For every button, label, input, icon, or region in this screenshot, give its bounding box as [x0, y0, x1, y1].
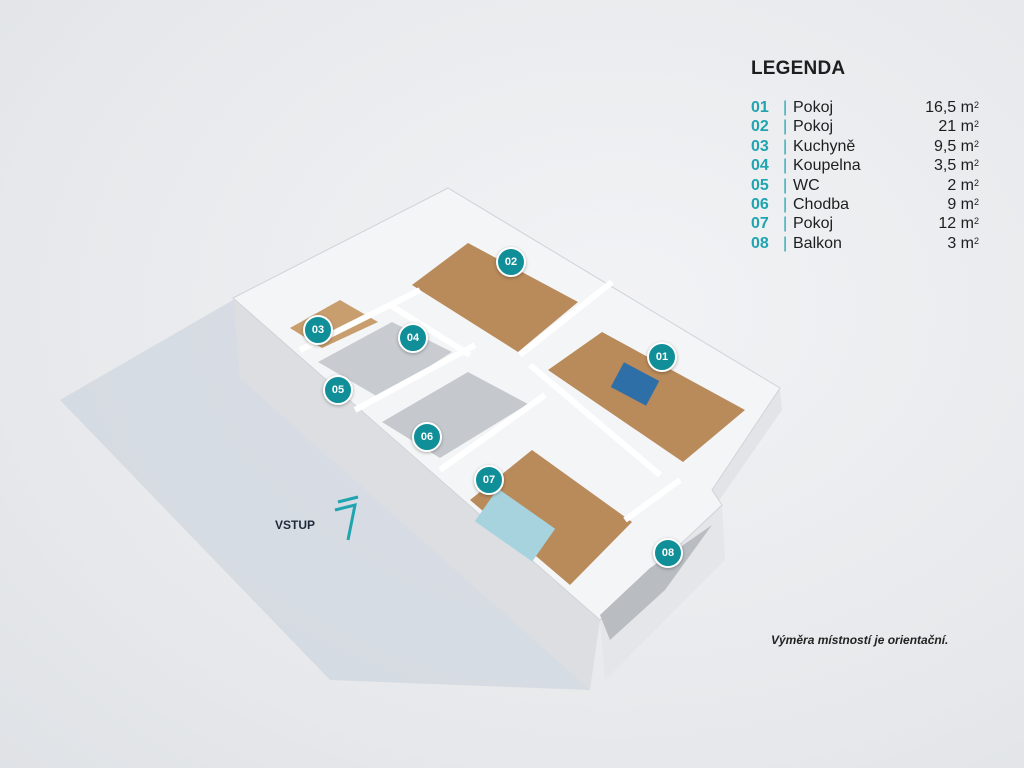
area-disclaimer: Výměra místností je orientační.	[771, 633, 949, 647]
legend-item-area: 9,5 m2	[903, 137, 987, 156]
room-02-floor	[412, 243, 578, 352]
legend-item: 08 | Balkon 3 m2	[751, 234, 987, 253]
legend-item-name: Balkon	[793, 234, 842, 252]
area-value: 9 m	[947, 195, 974, 213]
legend-item-number: 06	[751, 195, 769, 213]
area-value: 2 m	[947, 176, 974, 194]
legend-item-area: 9 m2	[903, 195, 987, 214]
area-unit-exponent: 2	[973, 100, 979, 110]
legend-item-area: 3,5 m2	[903, 156, 987, 175]
bed	[474, 488, 556, 562]
area-unit-exponent: 2	[973, 119, 979, 130]
room-marker-07: 07	[474, 465, 504, 495]
area-unit-exponent: 2	[973, 177, 979, 188]
legend-item-number: 02	[751, 118, 769, 136]
room-08-floor	[600, 525, 712, 640]
legend-separator: |	[783, 118, 788, 136]
legend-separator: |	[783, 137, 788, 155]
area-value: 12 m	[938, 215, 974, 233]
area-value: 3 m	[947, 234, 974, 252]
legend-item-area: 12 m2	[903, 214, 987, 233]
legend-item-name: Chodba	[793, 195, 850, 213]
legend-item-number: 08	[751, 234, 769, 252]
legend-item: 07 | Pokoj 12 m2	[751, 214, 987, 233]
legend-item-number: 05	[751, 176, 769, 194]
legend-item-area: 16,5 m2	[903, 98, 987, 117]
area-value: 21 m	[938, 118, 974, 136]
area-value: 9,5 m	[933, 137, 974, 155]
area-unit-exponent: 2	[973, 196, 979, 207]
legend-item: 02 | Pokoj 21 m2	[751, 117, 987, 136]
legend-item: 04 | Koupelna 3,5 m2	[751, 156, 987, 175]
room-marker-06: 06	[412, 422, 442, 452]
legend-item-name: Koupelna	[793, 157, 861, 175]
sofa	[610, 362, 660, 406]
legend-separator: |	[783, 157, 788, 175]
entrance-arrow-icon	[334, 495, 359, 541]
room-marker-02: 02	[496, 247, 526, 277]
area-unit-exponent: 2	[973, 235, 979, 246]
area-unit-exponent: 2	[973, 158, 979, 169]
legend-item-area: 21 m2	[903, 117, 987, 136]
legend-item: 05 | WC 2 m2	[751, 176, 987, 195]
area-unit-exponent: 2	[973, 216, 979, 227]
room-marker-08: 08	[653, 538, 683, 568]
legend-item: 03 | Kuchyně 9,5 m2	[751, 137, 987, 156]
legend-separator: |	[783, 215, 788, 233]
legend-item: 01 | Pokoj 16,5 m2	[751, 98, 987, 117]
legend-item-area: 3 m2	[903, 234, 987, 253]
room-07-floor	[470, 450, 632, 585]
area-value: 16,5 m	[925, 99, 974, 116]
legend-item-area: 2 m2	[903, 176, 987, 195]
room-marker-01: 01	[647, 342, 677, 372]
legend-separator: |	[783, 195, 788, 213]
entrance-label: VSTUP	[275, 518, 316, 532]
legend-item-name: WC	[793, 176, 820, 194]
legend-separator: |	[783, 176, 788, 194]
legend-item-name: Pokoj	[793, 118, 834, 136]
legend-item-name: Pokoj	[793, 99, 834, 116]
legend-item-number: 04	[751, 157, 769, 175]
legend-item-number: 01	[751, 99, 769, 116]
right-wall	[712, 388, 782, 505]
legend-separator: |	[783, 99, 788, 116]
legend-item: 06 | Chodba 9 m2	[751, 195, 987, 214]
area-value: 3,5 m	[933, 157, 974, 175]
legend-item-number: 07	[751, 215, 769, 233]
legend-item-number: 03	[751, 137, 769, 155]
room-marker-04: 04	[398, 323, 428, 353]
shadow	[60, 300, 590, 690]
legend-title: LEGENDA	[751, 58, 846, 79]
legend-item-name: Kuchyně	[793, 137, 856, 155]
area-unit-exponent: 2	[973, 138, 979, 149]
room-marker-03: 03	[303, 315, 333, 345]
legend-separator: |	[783, 234, 788, 252]
room-marker-05: 05	[323, 375, 353, 405]
legend-item-name: Pokoj	[793, 215, 834, 233]
